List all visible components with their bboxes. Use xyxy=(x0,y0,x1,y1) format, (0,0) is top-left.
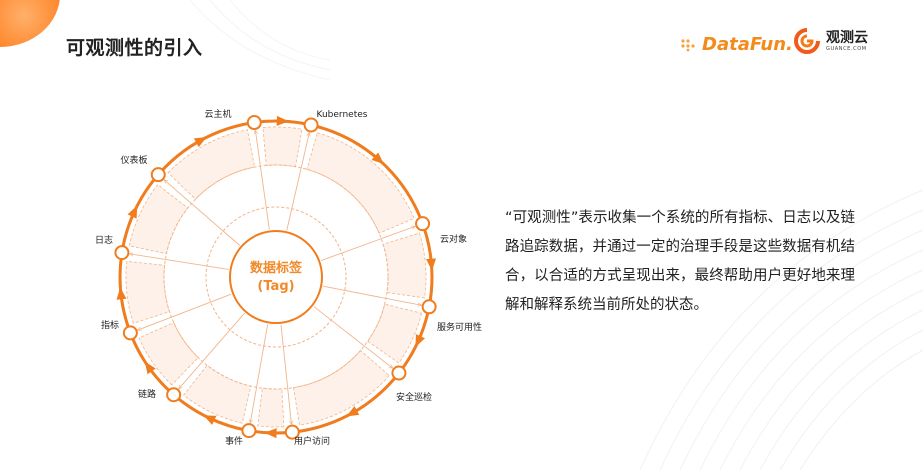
ring-arrowhead xyxy=(127,205,138,219)
node-label: 链路 xyxy=(138,388,156,400)
node-circle xyxy=(114,245,130,261)
node-circle xyxy=(166,387,182,403)
node-label: 事件 xyxy=(225,435,243,447)
ring-arrowhead xyxy=(144,361,156,375)
datafun-logo: DataFun. xyxy=(680,34,793,55)
description-text: “可观测性”表示收集一个系统的所有指标、日志以及链路追踪数据，并通过一定的治理手… xyxy=(505,210,855,313)
ring-arrowhead xyxy=(415,334,425,348)
node-label: 日志 xyxy=(95,234,113,246)
spoke-arrow xyxy=(323,285,421,305)
ring-segment xyxy=(293,349,390,426)
ring-arrowhead xyxy=(426,258,437,271)
node-circle xyxy=(241,423,257,439)
ring-segment xyxy=(257,387,285,428)
hub-sublabel: (Tag) xyxy=(257,279,294,294)
outer-dashed-ring xyxy=(163,164,389,390)
guance-name: 观测云 xyxy=(826,29,868,46)
spoke-arrow xyxy=(250,324,269,422)
node-label: 用户访问 xyxy=(294,435,330,447)
ring-segments xyxy=(125,126,427,428)
spoke-arrow xyxy=(130,254,229,270)
datafun-dots-icon xyxy=(681,38,695,51)
ring-segment xyxy=(367,303,423,364)
ring-arrowhead xyxy=(276,115,289,126)
datafun-wordmark: DataFun. xyxy=(702,34,793,55)
spoke-arrow xyxy=(164,180,241,246)
ring-arrowhead xyxy=(346,406,360,417)
guance-logo: 观测云 GUANCE.COM xyxy=(794,28,868,54)
node-label: 指标 xyxy=(101,319,119,331)
node-circle xyxy=(122,325,138,341)
ring-segment xyxy=(183,364,252,424)
ring-arrowhead xyxy=(203,415,217,425)
node-circle xyxy=(415,216,431,232)
node-circle xyxy=(391,365,407,381)
ring-arrowhead xyxy=(116,287,127,300)
ring-arrows xyxy=(116,115,437,439)
spoke-arrow xyxy=(255,130,270,230)
spoke-arrow xyxy=(179,312,245,388)
node-circle xyxy=(421,299,437,315)
node-circle xyxy=(150,167,166,183)
node-circle xyxy=(303,117,319,133)
spokes xyxy=(130,130,421,424)
node-circle xyxy=(246,115,262,131)
node-label: 云主机 xyxy=(204,108,231,120)
node-label: 云对象 xyxy=(440,233,467,245)
spoke-arrow xyxy=(313,306,393,369)
node-label: 仪表板 xyxy=(120,154,147,166)
inner-dashed-ring xyxy=(205,206,347,348)
ring-segment xyxy=(382,232,427,299)
node-circle xyxy=(284,424,300,440)
ring-arrowhead xyxy=(193,137,207,148)
hub-label: 数据标签 xyxy=(250,260,303,276)
spoke-arrow xyxy=(320,226,415,262)
ring-segment xyxy=(128,184,189,255)
page-title: 可观测性的引入 xyxy=(66,37,203,59)
guance-domain: GUANCE.COM xyxy=(826,45,867,52)
guance-swirl-icon xyxy=(794,28,820,54)
spoke-arrow xyxy=(280,324,291,424)
ring-arrowhead xyxy=(371,152,384,165)
node-label: 安全巡检 xyxy=(396,391,432,403)
hub-circle xyxy=(229,230,323,324)
ring-segment xyxy=(306,132,415,234)
node-label: Kubernetes xyxy=(317,110,368,120)
ring-segment xyxy=(262,126,303,168)
ring-segment xyxy=(125,260,170,324)
ring-segment xyxy=(138,322,199,386)
ring-arrowhead xyxy=(264,428,277,439)
node-label: 服务可用性 xyxy=(437,321,482,333)
spoke-arrow xyxy=(286,133,309,231)
spoke-arrow xyxy=(138,293,232,330)
ring-segment xyxy=(167,129,256,200)
